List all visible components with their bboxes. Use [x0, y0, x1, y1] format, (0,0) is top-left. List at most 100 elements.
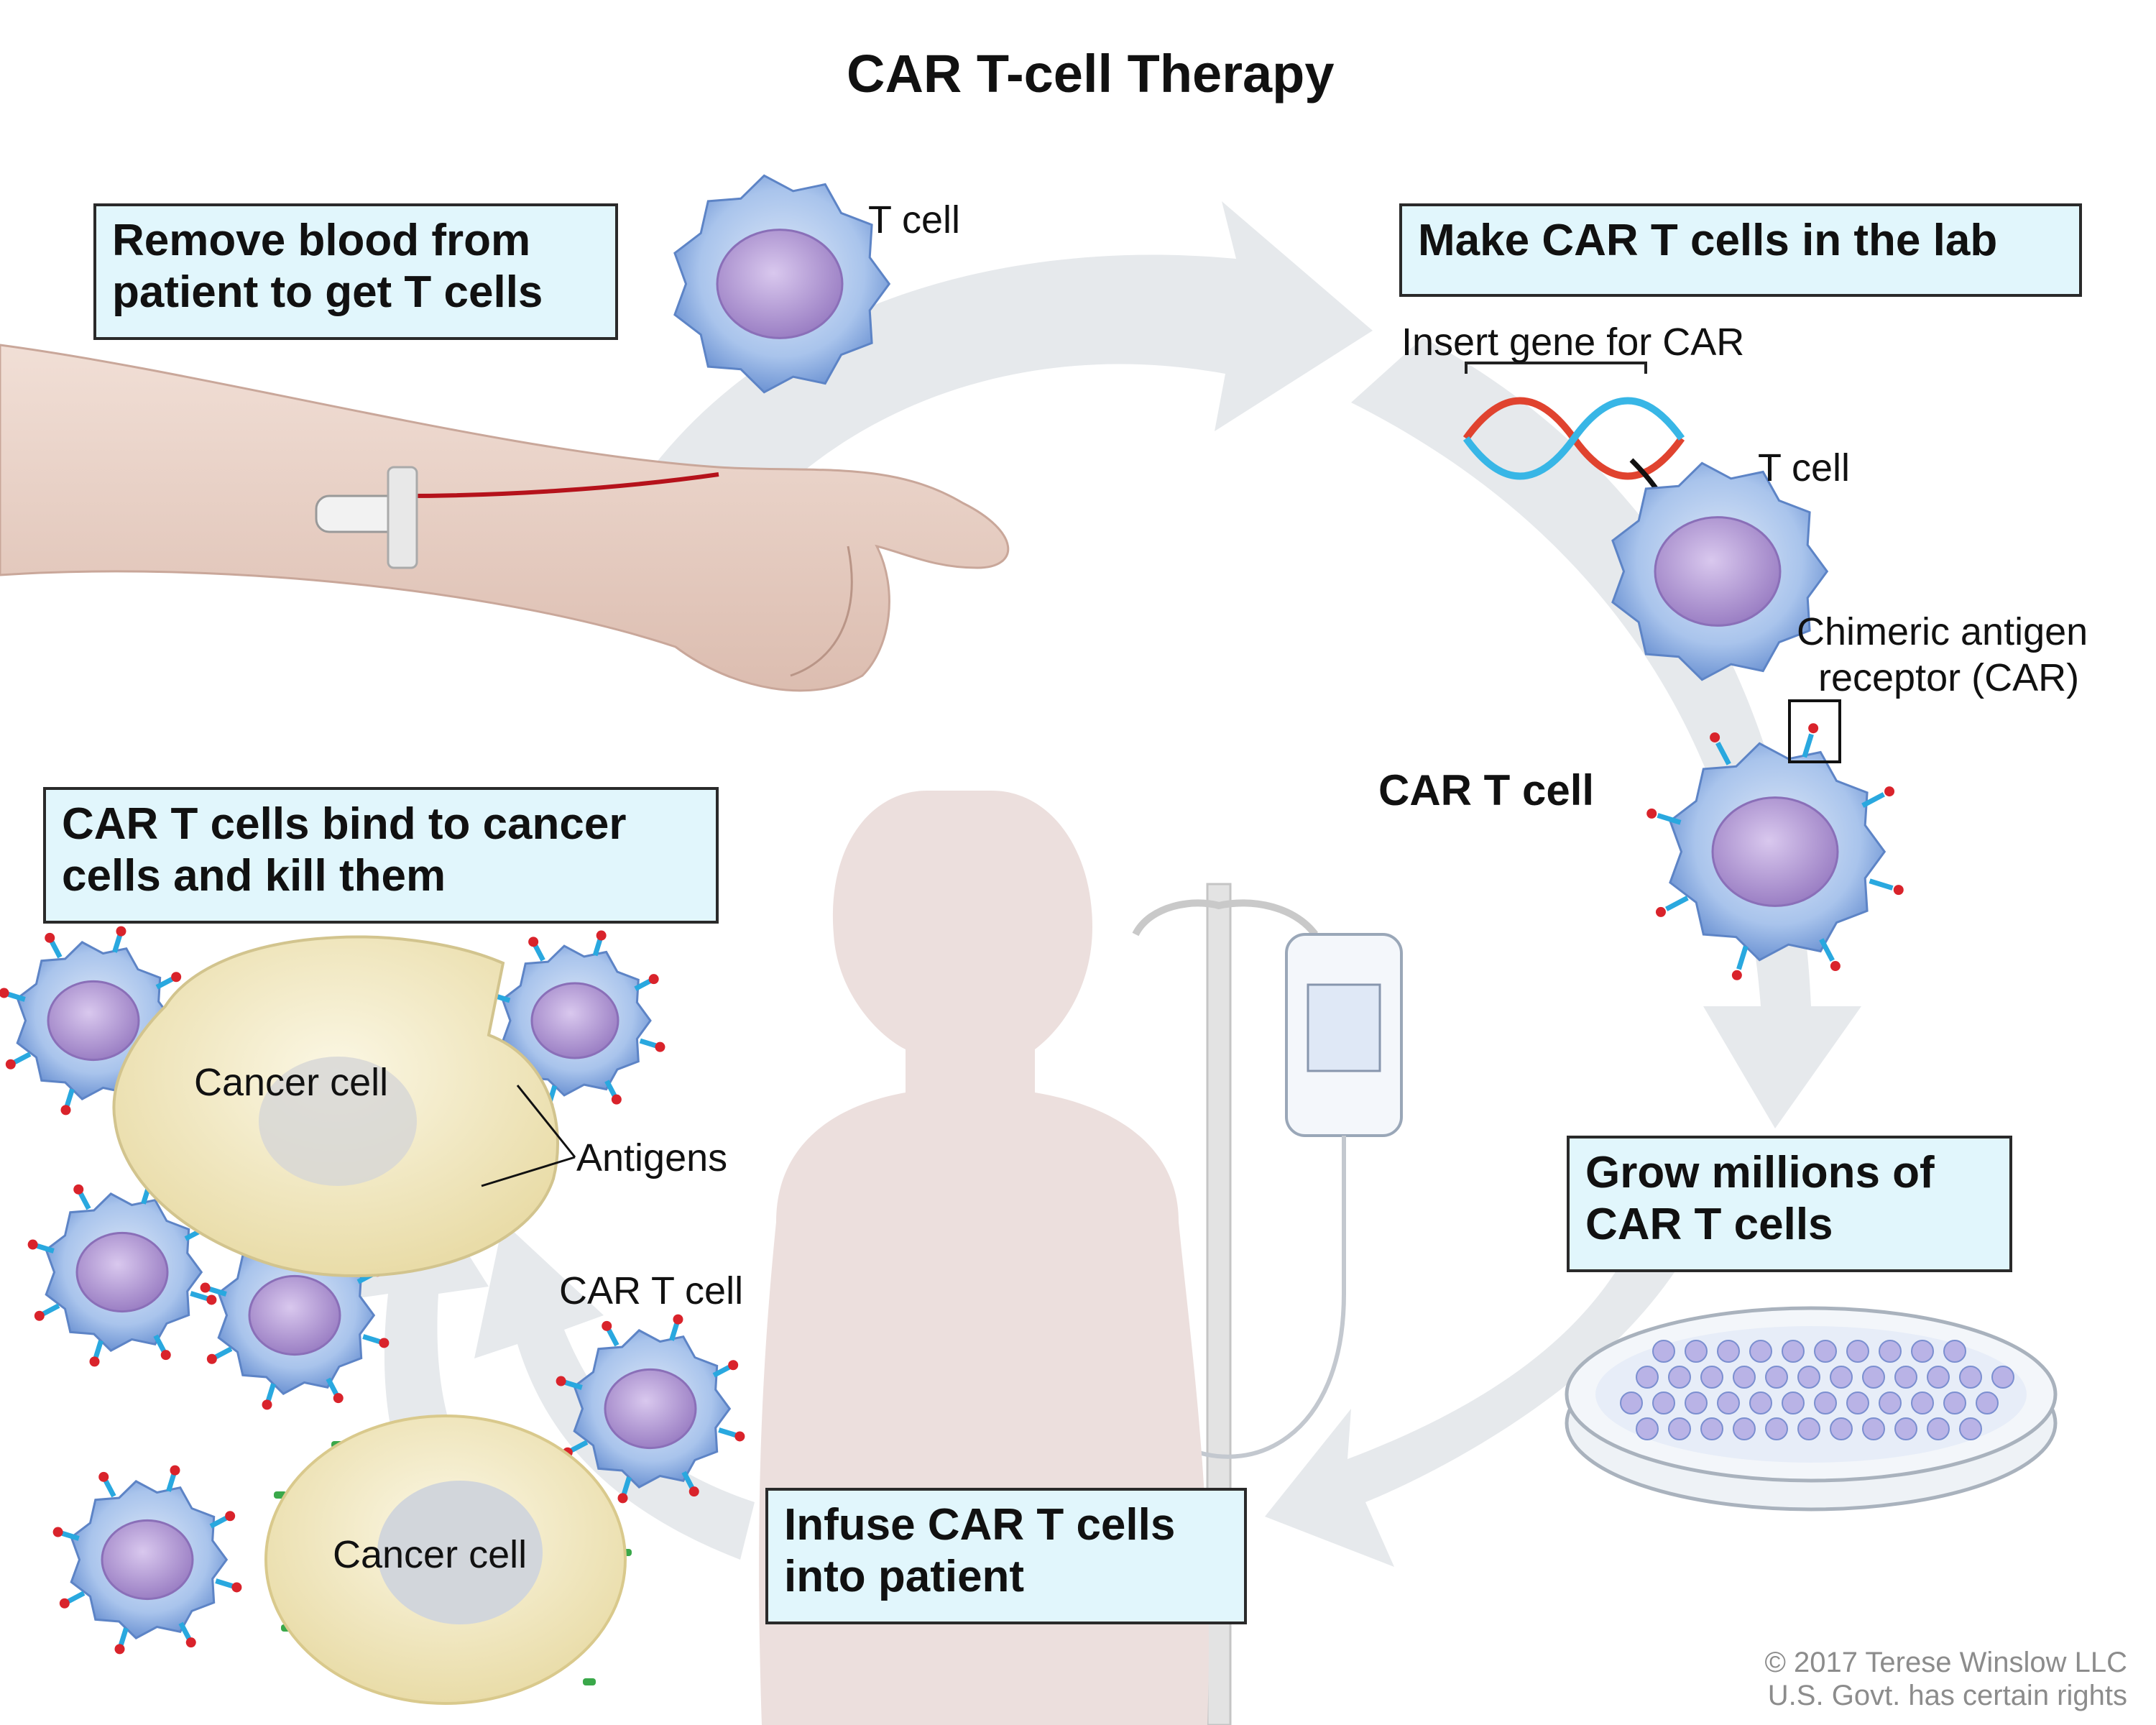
- dish-cell: [1911, 1340, 1934, 1363]
- dish-cell: [1959, 1366, 1982, 1389]
- car-receptor: [153, 1334, 166, 1353]
- car-receptor: [604, 1080, 617, 1098]
- dish-cell: [1830, 1417, 1853, 1440]
- car-receptor: [36, 1243, 55, 1254]
- dish-cell: [1620, 1392, 1643, 1414]
- car-t-cell-label-bold: CAR T cell: [1378, 766, 1595, 814]
- car-receptor: [112, 934, 122, 953]
- car-receptor: [634, 978, 652, 991]
- car-t-cell-label-small: CAR T cell: [559, 1269, 744, 1312]
- car-receptor: [607, 1328, 619, 1347]
- cancer-cell-small: [264, 1414, 627, 1705]
- petri-dish: [1565, 1306, 2058, 1512]
- car-receptor: [1861, 792, 1885, 808]
- nucleus: [1654, 516, 1782, 627]
- dish-cell: [1814, 1340, 1837, 1363]
- car-receptor: [1869, 878, 1894, 891]
- step-make-car-t-cells: Make CAR T cells in the lab: [1399, 203, 2082, 297]
- dish-cell: [1943, 1392, 1966, 1414]
- dish-cell: [1685, 1340, 1708, 1363]
- step-bind-kill: CAR T cells bind to cancer cells and kil…: [43, 787, 719, 924]
- flow-arrow-right: [1351, 338, 1861, 1128]
- nucleus: [248, 1274, 341, 1356]
- t-cell-blood: [673, 174, 891, 394]
- nucleus: [75, 1231, 169, 1313]
- antigen: [583, 1678, 596, 1685]
- flow-arrow-top: [618, 201, 1373, 561]
- dish-cell: [1717, 1340, 1740, 1363]
- cancer-nucleus: [259, 1057, 417, 1186]
- step-infuse: Infuse CAR T cells into patient: [765, 1488, 1247, 1624]
- dish-cell: [1765, 1417, 1788, 1440]
- car-receptor: [13, 1052, 32, 1064]
- car-receptor: [103, 1479, 116, 1498]
- t-cell-lab: [1611, 461, 1829, 681]
- car-receptor: [214, 1346, 233, 1359]
- dish-cell: [1846, 1340, 1869, 1363]
- dish-cell: [1927, 1417, 1950, 1440]
- dish-cell: [1879, 1392, 1902, 1414]
- nucleus: [716, 229, 844, 339]
- t-cell-label-lab: T cell: [1758, 446, 1851, 489]
- dish-cell: [1733, 1366, 1756, 1389]
- car-receptor: [1802, 733, 1814, 758]
- dish-cell: [1879, 1340, 1902, 1363]
- dish-cell: [1782, 1392, 1805, 1414]
- dish-cell: [1959, 1417, 1982, 1440]
- car-receptor: [7, 992, 26, 1002]
- cancer-cell-large: [112, 935, 559, 1277]
- flow-arrow-bottom: [1265, 1258, 1674, 1567]
- car-t-cell-attack-3: [27, 1177, 217, 1367]
- car-receptor: [639, 1038, 657, 1049]
- car-receptor: [155, 977, 174, 990]
- car-receptor: [266, 1383, 276, 1402]
- dish-cell: [1814, 1392, 1837, 1414]
- antigens-label: Antigens: [576, 1136, 728, 1179]
- car-receptor: [65, 1088, 75, 1107]
- cancer-nucleus: [377, 1481, 543, 1624]
- car-highlight-box: [1788, 699, 1841, 763]
- car-receptor: [61, 1531, 80, 1541]
- nucleus: [1711, 796, 1839, 907]
- nucleus: [530, 982, 619, 1059]
- step-grow-cells: Grow millions of CAR T cells: [1567, 1136, 2012, 1272]
- antigen-leader-lines: [481, 1085, 576, 1187]
- dish-cell: [1652, 1392, 1675, 1414]
- car-receptor: [50, 940, 63, 959]
- car-receptor: [1736, 945, 1749, 970]
- car-receptor: [1715, 742, 1731, 765]
- dish-cell: [1685, 1392, 1708, 1414]
- insert-gene-label: Insert gene for CAR: [1401, 321, 1745, 364]
- gene-bracket: [1465, 362, 1647, 374]
- car-receptor: [78, 1192, 91, 1210]
- car-receptor: [1657, 813, 1682, 825]
- dish-cell: [1943, 1340, 1966, 1363]
- car-receptor: [362, 1334, 381, 1344]
- car-receptor: [93, 1340, 103, 1358]
- dish-cell: [1991, 1366, 2014, 1389]
- car-receptor: [119, 1627, 129, 1646]
- car-receptor: [622, 1476, 632, 1495]
- car-receptor: [564, 1380, 583, 1390]
- car-receptor: [215, 1578, 234, 1588]
- car-receptor: [1819, 938, 1835, 962]
- car-t-cell-infused: [556, 1314, 745, 1504]
- nucleus: [47, 980, 140, 1062]
- patient-arm: [0, 344, 1010, 692]
- car-receptor: [208, 1287, 227, 1297]
- dish-cell: [1749, 1340, 1772, 1363]
- car-receptor: [190, 1291, 208, 1301]
- car-t-cell-bottom: [52, 1465, 242, 1655]
- dish-cell: [1700, 1417, 1723, 1440]
- car-t-cell-lab: [1646, 723, 1904, 980]
- car-label-line1: Chimeric antigen: [1797, 610, 2088, 653]
- dish-cell: [1894, 1417, 1917, 1440]
- dish-cell: [1911, 1392, 1934, 1414]
- car-label-line2: receptor (CAR): [1818, 656, 2080, 699]
- copyright-credit: © 2017 Terese Winslow LLC U.S. Govt. has…: [1764, 1647, 2127, 1711]
- car-receptor: [67, 1591, 86, 1604]
- cancer-cell-label-2: Cancer cell: [333, 1533, 528, 1576]
- dish-cell: [1749, 1392, 1772, 1414]
